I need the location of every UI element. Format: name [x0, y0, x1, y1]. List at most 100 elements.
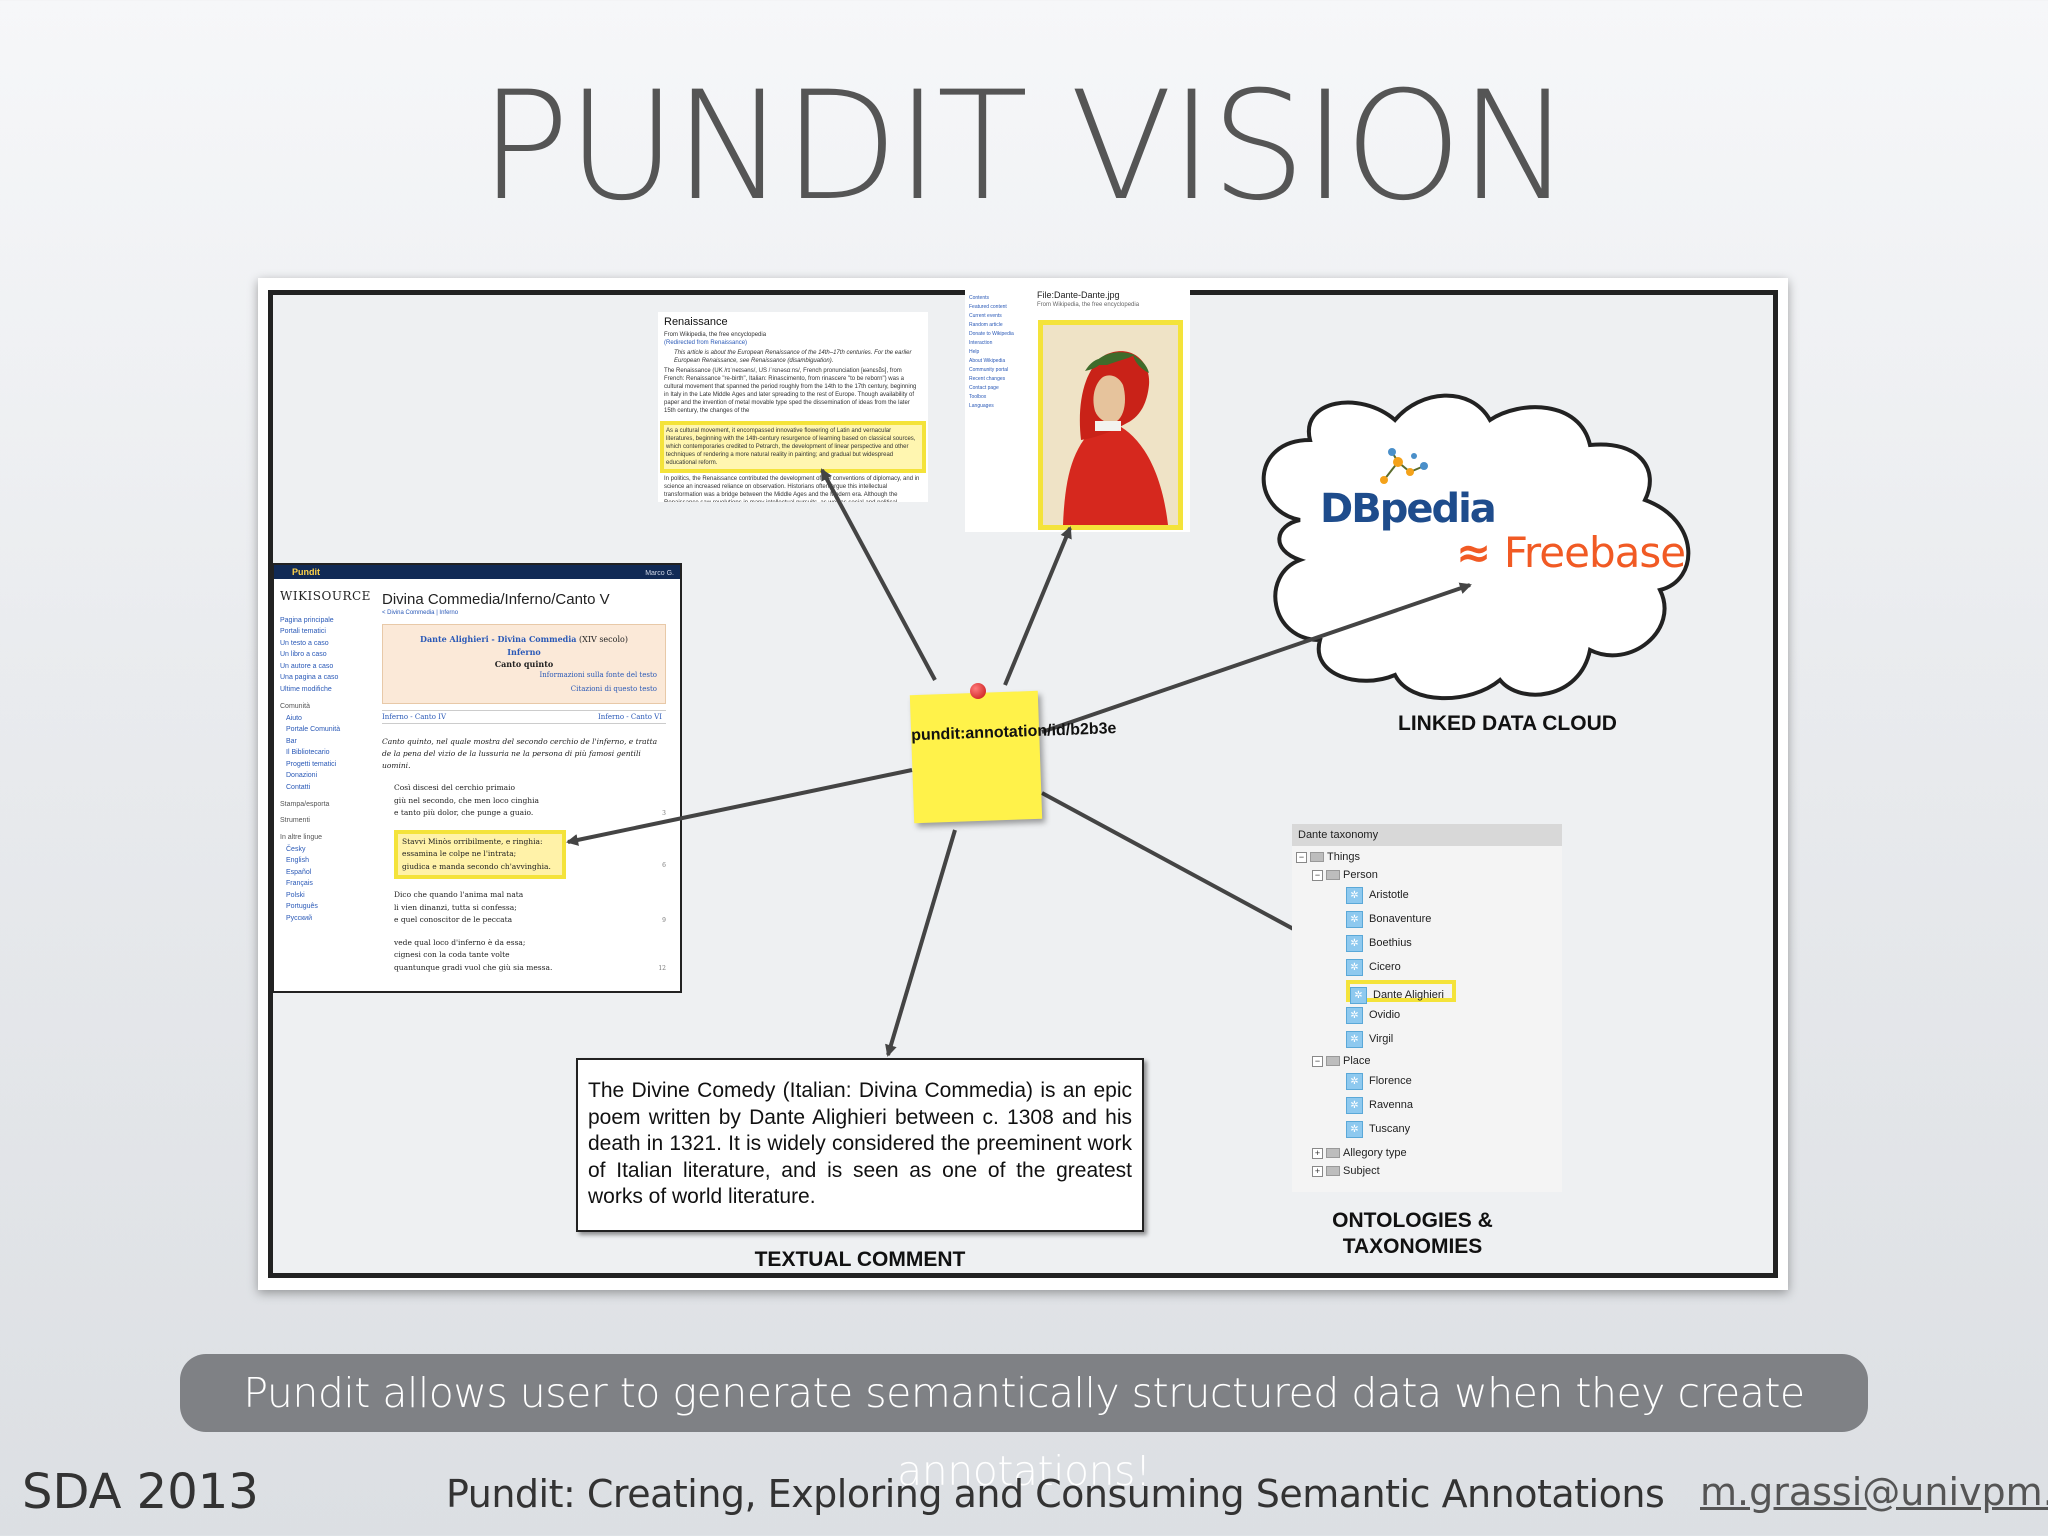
community-link[interactable]: Il Bibliotecario — [286, 749, 330, 756]
sidebar-nav-link[interactable]: Ultime modifiche — [280, 685, 332, 693]
collapse-icon[interactable]: − — [1312, 1055, 1323, 1067]
tree-node-place[interactable]: −Place — [1312, 1050, 1371, 1072]
sidebar-nav-link[interactable]: Portali tematici — [280, 628, 326, 635]
community-link[interactable]: Donazioni — [286, 772, 318, 779]
language-link[interactable]: Русский — [286, 914, 312, 922]
tree-leaf[interactable]: ✲Florence — [1346, 1070, 1412, 1092]
sidebar-nav-link[interactable]: Un libro a caso — [280, 651, 327, 658]
tree-leaf[interactable]: ✲Aristotle — [1346, 884, 1409, 906]
folder-icon — [1326, 1056, 1340, 1067]
image-from: From Wikipedia, the free encyclopedia — [1037, 302, 1140, 308]
collapse-icon[interactable]: − — [1312, 869, 1323, 881]
language-link[interactable]: Česky — [286, 845, 306, 853]
sidebar-link[interactable]: Contact page — [969, 385, 999, 391]
footer-conference: SDA 2013 — [22, 1464, 259, 1520]
tools-heading[interactable]: Strumenti — [280, 816, 310, 824]
tree-node-person[interactable]: − Person — [1312, 864, 1378, 886]
next-canto-link[interactable]: Inferno - Canto VI — [597, 713, 662, 721]
folder-icon — [1326, 1148, 1340, 1159]
entity-icon: ✲ — [1346, 1096, 1363, 1114]
textual-comment-label: TEXTUAL COMMENT — [754, 1248, 966, 1271]
community-link[interactable]: Bar — [286, 737, 297, 745]
header-quotes-link[interactable]: Citazioni di questo testo — [570, 685, 657, 693]
sidebar-nav-link[interactable]: Un autore a caso — [280, 662, 334, 670]
folder-icon — [1326, 870, 1340, 881]
textual-comment-box[interactable]: The Divine Comedy (Italian: Divina Comme… — [576, 1058, 1144, 1232]
language-link[interactable]: Español — [286, 868, 312, 876]
tree-node-things[interactable]: −Things — [1296, 846, 1360, 868]
sidebar-link[interactable]: Languages — [969, 403, 994, 409]
tree-leaf[interactable]: ✲Bonaventure — [1346, 908, 1431, 930]
tree-leaf[interactable]: ✲Cicero — [1346, 956, 1401, 978]
community-link[interactable]: Contatti — [286, 783, 311, 791]
community-link[interactable]: Aiuto — [286, 714, 302, 722]
wikisource-logo[interactable]: WIKISOURCE — [280, 589, 371, 603]
sidebar-link[interactable]: Interaction — [969, 340, 993, 346]
tree-leaf[interactable]: ✲Boethius — [1346, 932, 1412, 954]
pundit-toolbar[interactable]: Pundit Marco G. — [274, 565, 680, 579]
language-link[interactable]: Português — [286, 903, 318, 910]
collapse-icon[interactable]: − — [1296, 851, 1307, 863]
print-heading[interactable]: Stampa/esporta — [280, 801, 330, 808]
prev-canto-link[interactable]: Inferno - Canto IV — [382, 713, 447, 721]
renaissance-highlighted-fragment[interactable]: As a cultural movement, it encompassed i… — [660, 421, 926, 473]
tree-leaf[interactable]: ✲Ravenna — [1346, 1094, 1413, 1116]
community-heading[interactable]: Comunità — [280, 703, 310, 710]
verse-line: li vien dinanzi, tutta si confessa; — [394, 902, 517, 912]
pundit-toolbar-label: Pundit — [292, 567, 320, 577]
community-link[interactable]: Progetti tematici — [286, 760, 337, 768]
annotation-sticky-note[interactable]: pundit:annotation/id/b2b3e — [909, 690, 1117, 824]
sidebar-link[interactable]: Community portal — [969, 367, 1009, 373]
verse-2: Stavvi Minòs orribilmente, e ringhia: es… — [390, 829, 666, 879]
tree-node-label: Person — [1343, 869, 1378, 881]
header-part[interactable]: Inferno — [507, 647, 541, 657]
sidebar-link[interactable]: About Wikipedia — [969, 358, 1006, 364]
tree-node-subject[interactable]: +Subject — [1312, 1160, 1380, 1182]
sidebar-link[interactable]: Toolbox — [969, 394, 987, 400]
language-link[interactable]: Français — [286, 880, 313, 887]
header-author[interactable]: Dante Alighieri - Divina Commedia — [420, 634, 577, 644]
langs-heading[interactable]: In altre lingue — [280, 834, 323, 841]
pundit-toolbar-user[interactable]: Marco G. — [645, 570, 674, 577]
renaissance-redirect: (Redirected from Renaissance) — [664, 340, 748, 346]
highlighted-verse[interactable]: Stavvi Minòs orribilmente, e ringhia: es… — [394, 829, 566, 879]
entity-icon: ✲ — [1350, 986, 1367, 1004]
renaissance-wiki-snippet: Renaissance From Wikipedia, the free enc… — [658, 312, 928, 502]
sidebar-link[interactable]: Donate to Wikipedia — [969, 331, 1014, 337]
sidebar-link[interactable]: Contents — [969, 295, 990, 301]
sidebar-link[interactable]: Help — [969, 349, 980, 355]
tree-node-allegory[interactable]: +Allegory type — [1312, 1142, 1407, 1164]
tree-leaf[interactable]: ✲Tuscany — [1346, 1118, 1410, 1140]
verse-line: Dico che quando l'anima mal nata — [394, 890, 524, 899]
language-link[interactable]: Polski — [286, 891, 305, 899]
sidebar-link[interactable]: Recent changes — [969, 376, 1006, 382]
canto-navigation: Inferno - Canto IV Inferno - Canto VI — [382, 710, 666, 724]
entity-icon: ✲ — [1346, 1006, 1363, 1024]
entity-icon: ✲ — [1346, 910, 1363, 928]
community-link[interactable]: Portale Comunità — [286, 726, 341, 733]
verse-line: e tanto più dolor, che punge a guaio. — [394, 808, 534, 817]
tree-leaf[interactable]: ✲Ovidio — [1346, 1004, 1400, 1026]
sidebar-nav-link[interactable]: Un testo a caso — [280, 639, 329, 647]
footer-title: Pundit: Creating, Exploring and Consumin… — [446, 1472, 1665, 1516]
freebase-logo: ≈ Freebase — [1456, 528, 1686, 577]
verse-line: cignesi con la coda tante volte — [394, 950, 510, 959]
freebase-name: Freebase — [1503, 528, 1686, 577]
language-link[interactable]: English — [286, 857, 309, 864]
sidebar-nav-link[interactable]: Pagina principale — [280, 616, 334, 624]
header-source-link[interactable]: Informazioni sulla fonte del testo — [539, 671, 657, 679]
sidebar-link[interactable]: Random article — [969, 322, 1003, 328]
expand-icon[interactable]: + — [1312, 1165, 1323, 1177]
ontologies-label: ONTOLOGIES & TAXONOMIES — [1300, 1208, 1525, 1260]
expand-icon[interactable]: + — [1312, 1147, 1323, 1159]
dante-portrait-image[interactable] — [1038, 320, 1183, 530]
breadcrumb[interactable]: < Divina Commedia | Inferno — [382, 610, 459, 616]
sidebar-link[interactable]: Featured content — [969, 304, 1007, 310]
sidebar-nav-link[interactable]: Una pagina a caso — [280, 674, 339, 681]
sidebar-link[interactable]: Current events — [969, 313, 1002, 319]
footer-email-link[interactable]: m.grassi@univpm.it — [1700, 1470, 2048, 1514]
tree-leaf[interactable]: ✲Virgil — [1346, 1028, 1393, 1050]
tree-leaf-selected[interactable]: ✲Dante Alighieri — [1346, 980, 1456, 1004]
